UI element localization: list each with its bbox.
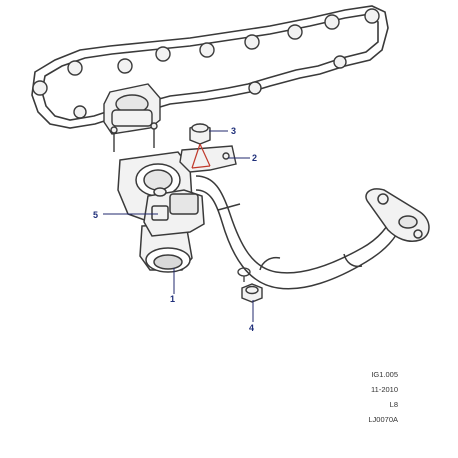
manifold-bolt-holes [32, 8, 380, 119]
manifold-bolt-hole [364, 8, 380, 24]
manifold-bolt-hole [244, 34, 260, 50]
pipe-bracket [179, 145, 237, 173]
manifold-bolt-hole [199, 42, 215, 58]
callout-3: 3 [231, 126, 236, 136]
callout-5: 5 [93, 210, 98, 220]
manifold-bolt-hole [248, 81, 262, 95]
callout-leaders [103, 130, 254, 322]
reference-drawing-number: LJ0070A [368, 415, 398, 424]
manifold-bolt-hole [32, 80, 48, 96]
manifold-bolt-hole [324, 14, 340, 30]
egr-connector [143, 187, 205, 237]
callout-2: 2 [252, 153, 257, 163]
alignment-lines [191, 143, 211, 169]
manifold-bolt-hole [155, 46, 171, 62]
callout-4: 4 [249, 323, 254, 333]
reference-variant: L8 [389, 400, 398, 409]
valve-flange [103, 83, 161, 152]
pipe-end-flange [365, 188, 430, 242]
nut [241, 283, 263, 303]
reference-date: 11-2010 [371, 385, 398, 394]
reference-code: IG1.005 [371, 370, 398, 379]
manifold-bolt-hole [287, 24, 303, 40]
manifold-bolt-hole [73, 105, 87, 119]
bolt [189, 123, 211, 145]
manifold-bolt-hole [333, 55, 347, 69]
egr-pipe [195, 175, 403, 290]
pipe-stud [237, 267, 251, 282]
manifold-bolt-hole [117, 58, 133, 74]
manifold-bolt-hole [67, 60, 83, 76]
callout-1: 1 [170, 294, 175, 304]
